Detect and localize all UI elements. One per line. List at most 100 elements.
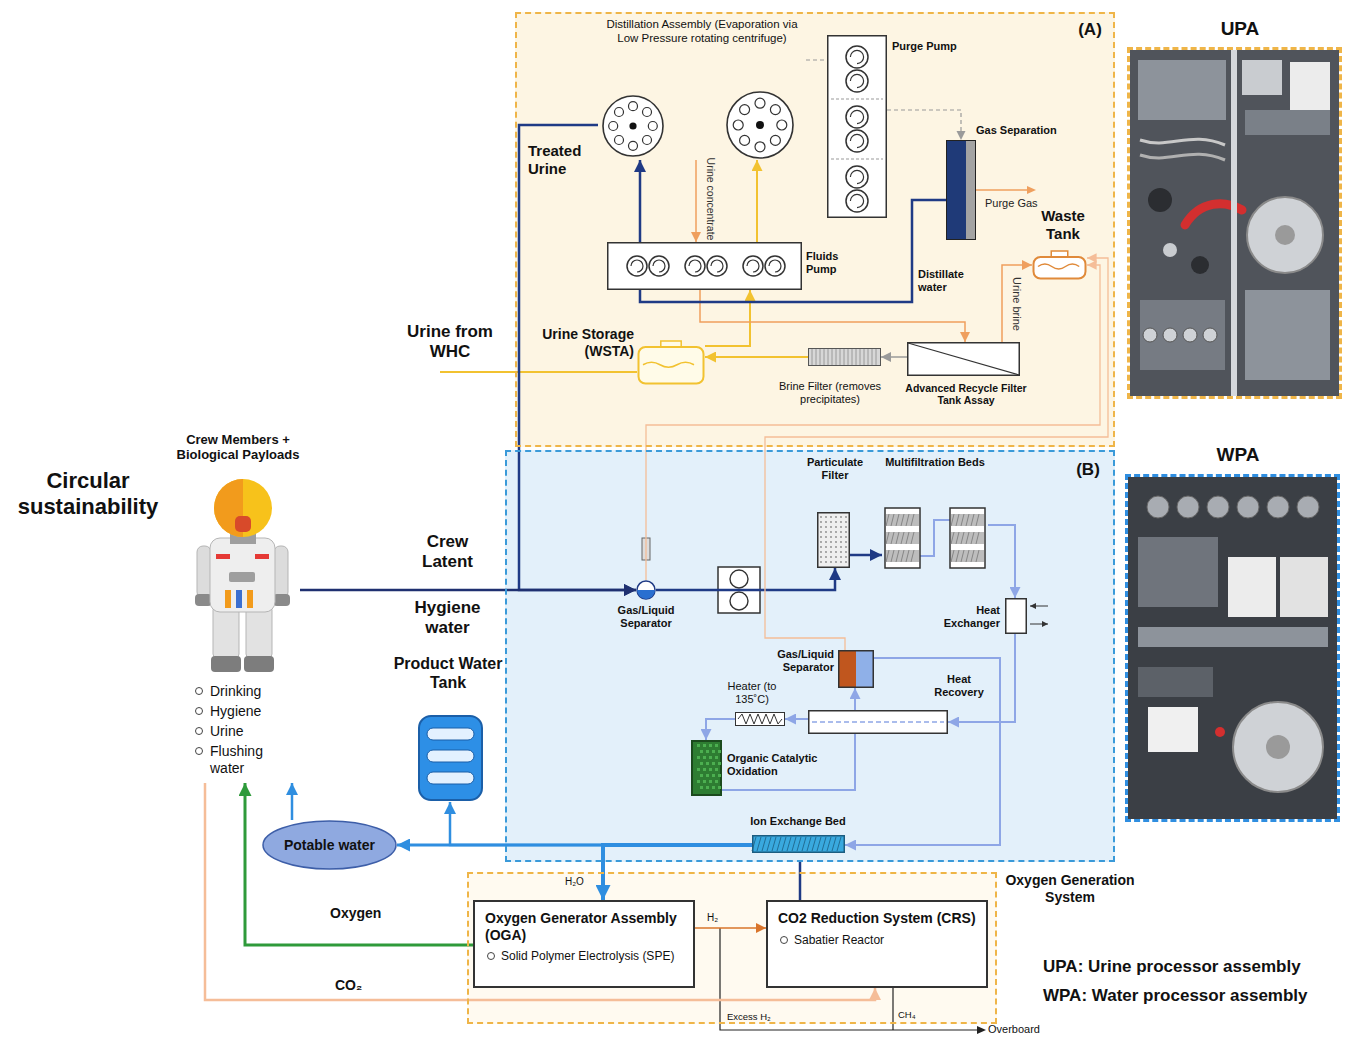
label-anchor: Advanced Recycle Filter Tank Assay bbox=[896, 382, 1036, 407]
rect-part bbox=[809, 711, 948, 734]
circle-part bbox=[846, 106, 868, 128]
circle-part bbox=[845, 561, 847, 563]
rect-part bbox=[1280, 557, 1328, 617]
node-label: (A) bbox=[1068, 20, 1112, 40]
circle-part bbox=[835, 516, 837, 518]
circle-part bbox=[743, 256, 763, 276]
circle-part bbox=[845, 531, 847, 533]
photo-panel: UPA bbox=[1127, 47, 1342, 399]
rect-part bbox=[244, 656, 274, 672]
path-part bbox=[689, 260, 701, 272]
line-part bbox=[802, 837, 806, 851]
label-anchor: Urine bbox=[210, 723, 290, 740]
circle-part bbox=[643, 136, 652, 145]
list-item-text: Hygiene bbox=[210, 703, 290, 720]
circle-part bbox=[845, 541, 847, 543]
rect-part bbox=[197, 546, 211, 598]
crew-figure: Crew Members + Biological PayloadsDrinki… bbox=[185, 478, 300, 783]
circle-part bbox=[603, 96, 663, 156]
rect-part bbox=[697, 744, 700, 747]
node-label: Waste Tank bbox=[1030, 207, 1096, 242]
circle-part bbox=[1215, 727, 1225, 737]
flow-connector bbox=[705, 356, 808, 358]
potable-water-ellipse: Potable water bbox=[262, 820, 397, 870]
rect-part bbox=[1034, 257, 1086, 279]
rect-part bbox=[236, 590, 242, 608]
circle-part bbox=[835, 526, 837, 528]
node-subtext: Sabatier Reactor bbox=[794, 933, 976, 947]
circle-part bbox=[835, 541, 837, 543]
line-part bbox=[831, 99, 883, 100]
circle-part bbox=[840, 556, 842, 558]
line-part bbox=[831, 159, 883, 160]
node-label: Potable water bbox=[284, 837, 375, 854]
label-anchor: Crew Members + Biological Payloads bbox=[158, 432, 318, 463]
flow-connector bbox=[291, 783, 294, 820]
ion-exchange-bed: Ion Exchange Bed bbox=[752, 835, 845, 853]
recycle-filter-tank: Advanced Recycle Filter Tank Assay bbox=[907, 342, 1020, 376]
circle-part bbox=[840, 551, 842, 553]
flow-connector bbox=[705, 290, 750, 346]
circle-part bbox=[825, 556, 827, 558]
label-anchor: Product Water Tank bbox=[388, 655, 508, 693]
arrow-head bbox=[1027, 186, 1036, 194]
polyline-part bbox=[738, 714, 782, 724]
label-anchor: Flushing water bbox=[210, 743, 290, 776]
rect-part bbox=[715, 744, 718, 747]
circle-part bbox=[1266, 735, 1290, 759]
rect-part bbox=[195, 594, 212, 606]
rect-part bbox=[703, 768, 706, 771]
line-part bbox=[797, 837, 801, 851]
label-anchor: Oxygen bbox=[330, 905, 381, 922]
node-shape bbox=[413, 712, 488, 802]
rect-part bbox=[951, 532, 984, 544]
rect-part bbox=[886, 532, 919, 544]
line-part bbox=[828, 349, 829, 365]
circle-part bbox=[825, 536, 827, 538]
circle-part bbox=[685, 256, 705, 276]
circle-part bbox=[845, 546, 847, 548]
line-part bbox=[807, 837, 811, 851]
circle-part bbox=[609, 122, 618, 131]
node-label: Particulate Filter bbox=[795, 456, 875, 482]
circle-part bbox=[825, 531, 827, 533]
label-anchor: Purge Pump bbox=[892, 40, 972, 53]
rect-part bbox=[1231, 50, 1237, 396]
list-item-text: Flushing water bbox=[210, 743, 290, 776]
rect-part bbox=[712, 750, 715, 753]
label-anchor: CH₄ bbox=[898, 1009, 916, 1020]
circle-part bbox=[765, 256, 785, 276]
line-part bbox=[767, 837, 771, 851]
circle-part bbox=[820, 561, 822, 563]
rect-part bbox=[697, 768, 700, 771]
rect-part bbox=[715, 780, 718, 783]
circle-part bbox=[629, 102, 638, 111]
node-label: Distillation Assembly (Evaporation via L… bbox=[600, 18, 804, 45]
rect-part bbox=[718, 774, 721, 777]
circle-part bbox=[835, 556, 837, 558]
node-shape bbox=[808, 348, 881, 366]
circle-part bbox=[845, 556, 847, 558]
circle-part bbox=[835, 561, 837, 563]
circle-part bbox=[740, 135, 750, 145]
line-part bbox=[891, 532, 894, 544]
photo-panel: WPA bbox=[1125, 474, 1340, 822]
line-part bbox=[966, 532, 969, 544]
circle-part bbox=[825, 516, 827, 518]
rect-part bbox=[706, 750, 709, 753]
pump-rotor bbox=[730, 592, 748, 610]
purge-gas-line bbox=[976, 189, 1028, 190]
rect-part bbox=[246, 606, 272, 658]
text-label: Urine brine bbox=[1011, 277, 1024, 331]
node-label: Multifiltration Beds bbox=[880, 456, 990, 469]
circle-part bbox=[770, 135, 780, 145]
region-outline: (A) Distillation Assembly (Evaporation vi… bbox=[515, 12, 1115, 447]
circle-part bbox=[615, 108, 624, 117]
path-part bbox=[747, 260, 759, 272]
line-part bbox=[812, 349, 813, 365]
circle-part bbox=[733, 120, 743, 130]
circle-part bbox=[820, 546, 822, 548]
circle-part bbox=[629, 141, 638, 150]
rect-part bbox=[427, 728, 474, 740]
circle-part bbox=[830, 561, 832, 563]
